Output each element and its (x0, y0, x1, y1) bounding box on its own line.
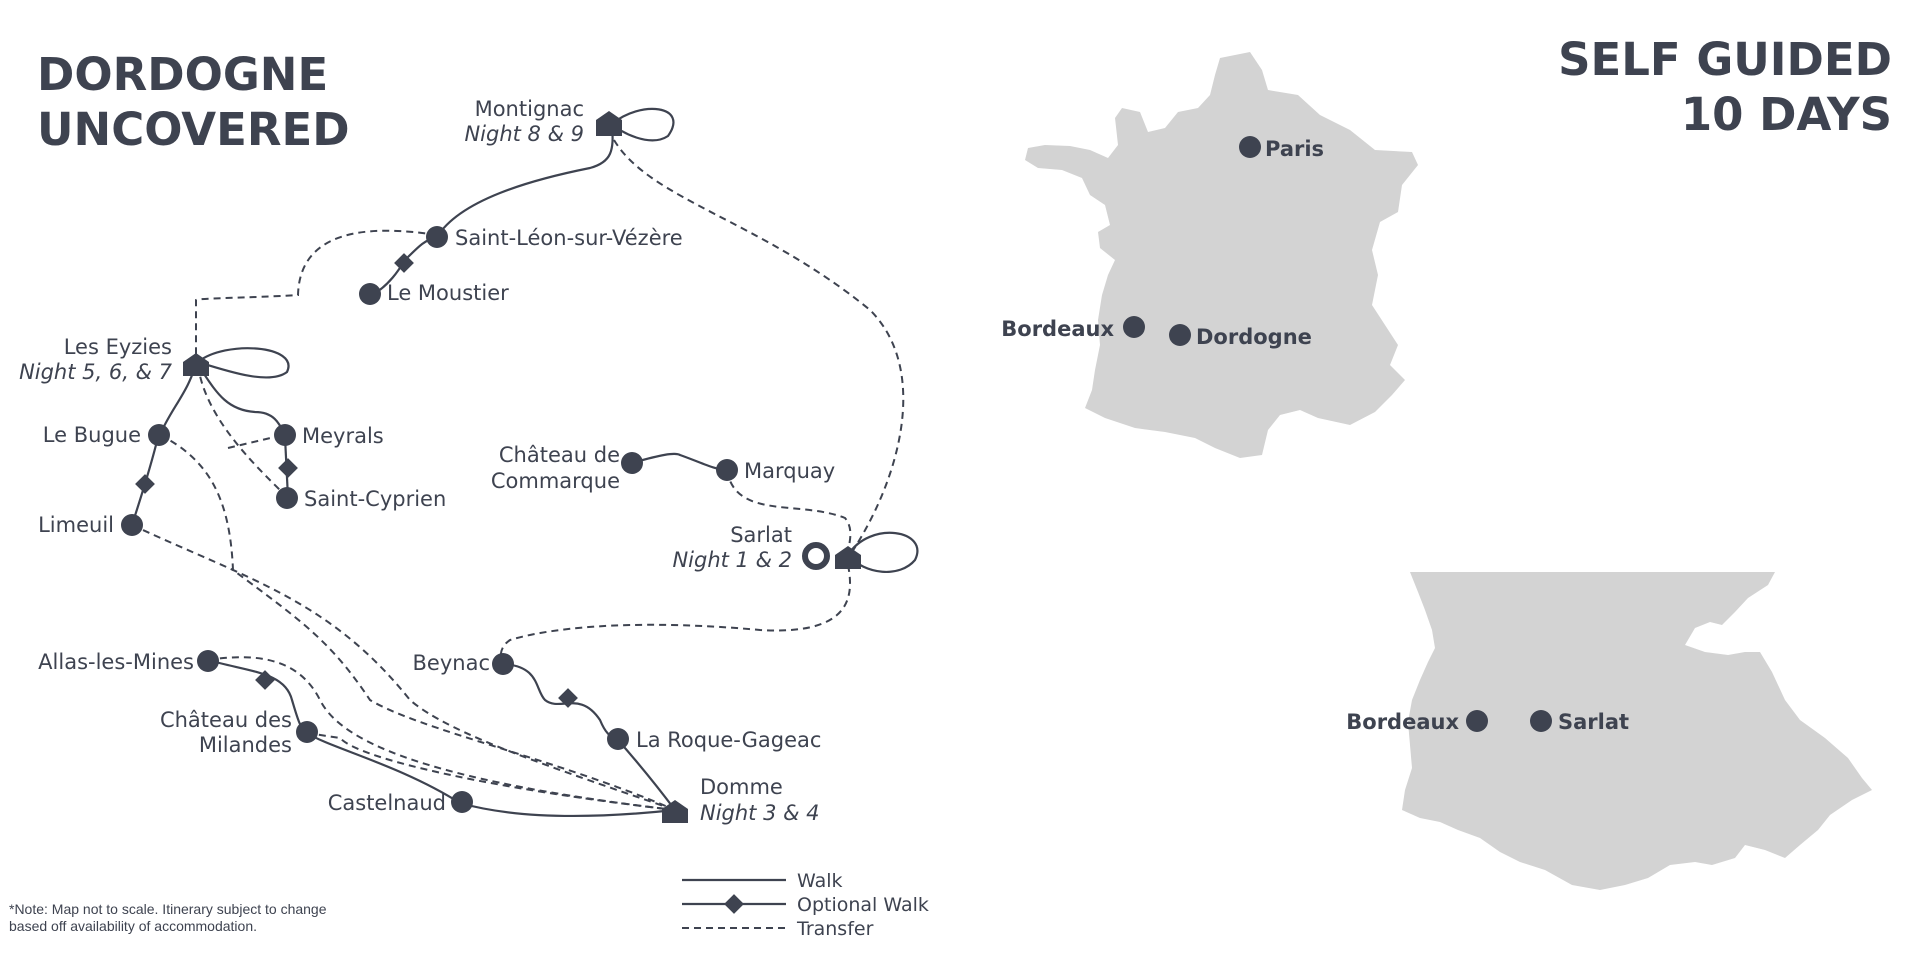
les-eyzies-label: Les Eyzies (64, 335, 172, 359)
allas-marker (197, 650, 219, 672)
la-roque-label: La Roque-Gageac (636, 728, 821, 752)
transfer-sarlat-beynac (499, 564, 851, 665)
domme-label: Domme (700, 775, 783, 799)
saint-leon-label: Saint-Léon-sur-Vézère (455, 226, 683, 250)
legend-optional-walk-label: Optional Walk (797, 894, 929, 916)
les-eyzies-house-icon (183, 353, 209, 376)
bordeaux-marker (1123, 316, 1145, 338)
dordogne-label: Dordogne (1196, 325, 1312, 349)
optional-walk-diamond (255, 670, 275, 690)
region-map: Bordeaux Sarlat (1346, 572, 1872, 890)
map-title-line1: DORDOGNE (37, 48, 328, 101)
beynac-marker (492, 653, 514, 675)
region-bordeaux-label: Bordeaux (1346, 710, 1459, 734)
montignac-house-icon (596, 111, 622, 136)
transfer-limeuil-domme (131, 524, 676, 811)
meyrals-label: Meyrals (302, 424, 384, 448)
la-roque-marker (607, 728, 629, 750)
walk-eyzies-loop (197, 347, 290, 379)
limeuil-marker (121, 514, 143, 536)
sarlat-house-icon (835, 546, 861, 569)
optional-walk-diamond (278, 458, 298, 478)
legend-transfer-label: Transfer (796, 918, 874, 940)
paris-label: Paris (1265, 137, 1324, 161)
montignac-night-label: Night 8 & 9 (464, 122, 584, 146)
dordogne-marker (1169, 324, 1191, 346)
walk-montignac-loop (611, 107, 675, 142)
optional-walk-diamond (394, 253, 414, 273)
transfer-milandes-domme (306, 732, 676, 811)
castelnaud-label: Castelnaud (328, 791, 446, 815)
optional-walk-diamond (558, 688, 578, 708)
meyrals-marker (274, 424, 296, 446)
optional-walk-markers (135, 253, 578, 708)
sarlat-label: Sarlat (730, 523, 792, 547)
map-title-line2: UNCOVERED (37, 103, 350, 156)
region-sarlat-marker (1530, 710, 1552, 732)
region-shape (1402, 572, 1872, 890)
limeuil-label: Limeuil (38, 513, 114, 537)
le-bugue-label: Le Bugue (43, 423, 141, 447)
transfer-marquay-sarlat (726, 469, 852, 556)
transfer-eyzies-saintcyprien (197, 364, 289, 499)
milandes-marker (296, 721, 318, 743)
transfer-routes (131, 139, 905, 811)
commarque-marker (621, 452, 643, 474)
paris-marker (1239, 136, 1261, 158)
le-moustier-label: Le Moustier (387, 281, 509, 305)
castelnaud-marker (451, 791, 473, 813)
sarlat-night-label: Night 1 & 2 (672, 548, 792, 572)
le-bugue-marker (148, 424, 170, 446)
walk-beynac-laroque (502, 662, 619, 740)
france-map: Paris Bordeaux Dordogne (1001, 52, 1418, 458)
bordeaux-label: Bordeaux (1001, 317, 1114, 341)
walk-castelnaud-domme (459, 801, 676, 818)
legend-walk-label: Walk (797, 870, 843, 892)
region-sarlat-label: Sarlat (1558, 710, 1629, 734)
walk-milandes-castelnaud (306, 732, 461, 804)
france-shape (1025, 52, 1418, 458)
route-stops (121, 226, 830, 813)
region-bordeaux-marker (1466, 710, 1488, 732)
beynac-label: Beynac (413, 651, 490, 675)
walk-eyzies-meyrals (197, 364, 286, 436)
commarque-label-line2: Commarque (491, 469, 620, 493)
domme-night-label: Night 3 & 4 (700, 801, 820, 825)
walk-saintleon-montignac (436, 125, 614, 238)
optional-walk-diamond (135, 474, 155, 494)
trip-duration: 10 DAYS (1681, 88, 1892, 141)
disclaimer-note-line2: based off availability of accommodation. (9, 918, 257, 934)
walk-sarlat-loop (847, 531, 919, 573)
marquay-label: Marquay (744, 459, 835, 483)
sarlat-start-ring (802, 542, 830, 570)
transfer-bugue-domme (159, 434, 676, 811)
allas-label: Allas-les-Mines (38, 650, 194, 674)
overnight-stays (183, 111, 861, 823)
transfer-eyzies-meyrals-link (227, 434, 284, 449)
trip-type-line1: SELF GUIDED (1558, 33, 1892, 86)
transfer-allas-domme (207, 656, 676, 811)
walk-commarque-marquay (631, 452, 728, 472)
saint-cyprien-label: Saint-Cyprien (304, 487, 446, 511)
transfer-montignac-sarlat (613, 139, 905, 556)
marquay-marker (716, 459, 738, 481)
commarque-label-line1: Château de (499, 443, 620, 467)
disclaimer-note-line1: *Note: Map not to scale. Itinerary subje… (9, 901, 327, 917)
domme-house-icon (662, 800, 688, 823)
montignac-label: Montignac (475, 97, 584, 121)
saint-cyprien-marker (276, 487, 298, 509)
le-moustier-marker (359, 283, 381, 305)
place-labels: Montignac Night 8 & 9 Saint-Léon-sur-Véz… (19, 97, 835, 825)
milandes-label-line2: Milandes (199, 733, 292, 757)
saint-leon-marker (426, 226, 448, 248)
les-eyzies-night-label: Night 5, 6, & 7 (19, 360, 173, 384)
legend: Walk Optional Walk Transfer (682, 870, 929, 940)
milandes-label-line1: Château des (160, 708, 292, 732)
legend-optional-walk-diamond (724, 894, 744, 914)
